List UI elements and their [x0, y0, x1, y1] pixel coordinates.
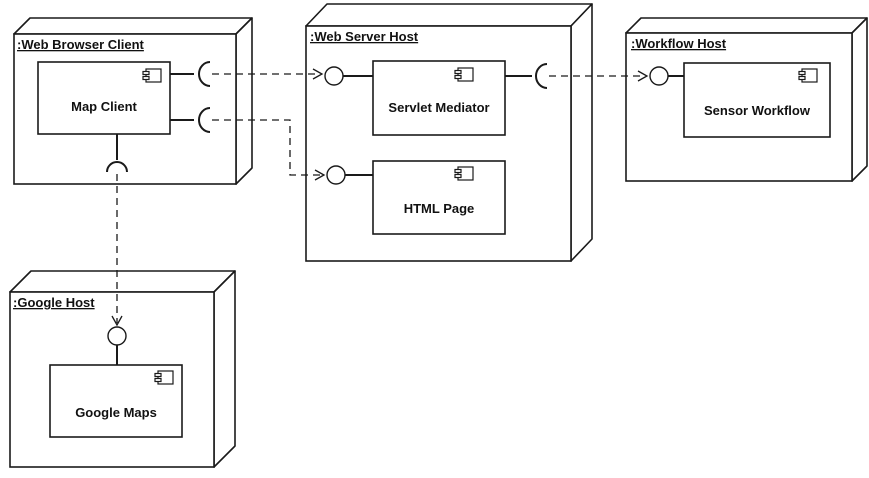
component-icon — [454, 67, 474, 82]
component-icon — [454, 166, 474, 181]
component-box — [372, 60, 506, 136]
arrowhead — [637, 70, 649, 82]
dependency-servlet-to-workflow — [549, 70, 649, 82]
node-top-face — [13, 17, 253, 35]
component-sensor-workflow: Sensor Workflow — [683, 62, 831, 138]
servlet-mediator-socket-workflow — [505, 63, 548, 89]
node-side-face — [570, 3, 593, 262]
socket-icon — [198, 107, 211, 133]
arrowhead — [111, 315, 123, 327]
component-label: Servlet Mediator — [388, 100, 489, 115]
component-google-maps: Google Maps — [49, 364, 183, 438]
component-icon — [142, 68, 162, 83]
node-title: :Web Server Host — [310, 29, 419, 44]
dependency-line — [212, 119, 322, 176]
component-icon — [154, 370, 174, 385]
socket-icon — [198, 61, 211, 87]
lollipop-icon — [649, 66, 669, 86]
node-side-face — [851, 17, 868, 182]
socket-icon — [535, 63, 548, 89]
map-client-socket-servlet — [170, 61, 211, 87]
html-page-lollipop — [326, 165, 373, 185]
component-label: HTML Page — [404, 201, 475, 216]
sensor-workflow-lollipop — [649, 66, 684, 86]
google-maps-lollipop — [107, 326, 127, 365]
component-box — [372, 160, 506, 235]
node-top-face — [9, 270, 236, 293]
arrowhead — [314, 169, 326, 181]
node-side-face — [213, 270, 236, 468]
map-client-socket-html — [170, 107, 211, 133]
dependency-map-client-to-servlet — [212, 68, 324, 80]
component-servlet-mediator: Servlet Mediator — [372, 60, 506, 136]
node-title: :Google Host — [13, 295, 95, 310]
lollipop-icon — [324, 66, 344, 86]
node-title: :Web Browser Client — [17, 37, 145, 52]
component-map-client: Map Client — [37, 61, 171, 135]
component-label: Map Client — [71, 99, 137, 114]
dependency-map-client-to-html-page — [212, 119, 326, 181]
socket-icon — [106, 161, 128, 173]
lollipop-icon — [107, 326, 127, 346]
lollipop-icon — [326, 165, 346, 185]
map-client-socket-google — [106, 134, 128, 173]
component-label: Sensor Workflow — [704, 103, 811, 118]
node-title: :Workflow Host — [631, 36, 727, 51]
node-side-face — [235, 17, 253, 185]
component-html-page: HTML Page — [372, 160, 506, 235]
arrowhead — [312, 68, 324, 80]
dependency-map-client-to-google-maps — [111, 174, 123, 327]
servlet-mediator-lollipop — [324, 66, 373, 86]
component-icon — [798, 68, 818, 83]
node-top-face — [625, 17, 868, 34]
node-top-face — [305, 3, 593, 27]
node-web-server-host: :Web Server Host — [305, 3, 593, 262]
component-label: Google Maps — [75, 405, 157, 420]
